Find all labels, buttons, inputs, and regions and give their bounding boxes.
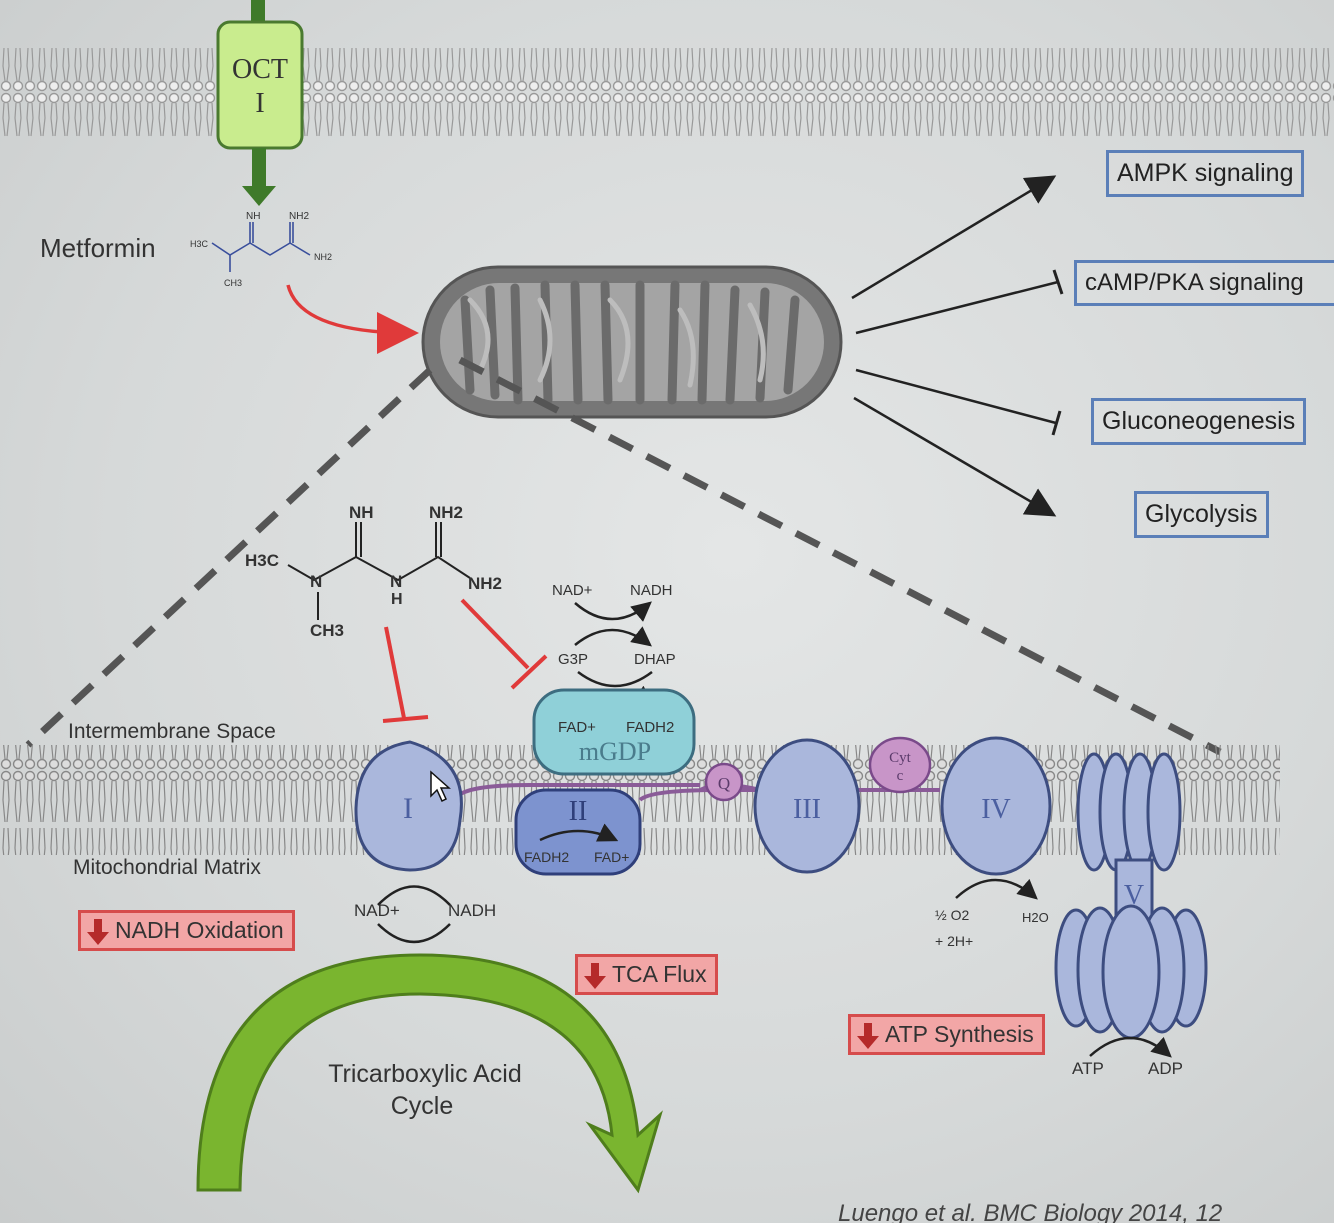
- small-nh-1: NH: [246, 211, 260, 222]
- complex-4-o2: ½ O2: [935, 907, 969, 923]
- complex-2-label: II: [569, 796, 588, 827]
- tca-label-2: Cycle: [391, 1092, 454, 1120]
- ubiquinone: Q: [704, 762, 744, 802]
- complex-1-nadh: NADH: [448, 901, 496, 920]
- small-nh-2: NH2: [289, 211, 309, 222]
- large-h3c: H3C: [245, 551, 279, 570]
- adp-label: ADP: [1148, 1059, 1183, 1078]
- oct1-label-1: OCT: [232, 54, 288, 85]
- complex-2-fadh2: FADH2: [524, 849, 569, 865]
- zoom-line-left: [25, 367, 433, 748]
- metformin-structure-small: [211, 222, 311, 272]
- small-h3c: H3C: [190, 239, 209, 249]
- complex-5: [1054, 752, 1208, 1058]
- citation: Luengo et al. BMC Biology 2014, 12: [838, 1200, 1223, 1223]
- complex-3-label: III: [793, 794, 821, 825]
- large-n-2: N: [390, 572, 402, 591]
- large-h: H: [391, 591, 403, 608]
- complex-1-reaction-arrows: [377, 885, 451, 944]
- inhibit-camp: [855, 280, 1059, 335]
- glycolysis-box: Glycolysis: [1134, 491, 1269, 538]
- shuttle-nad-plus: NAD+: [552, 582, 593, 599]
- metformin-label: Metformin: [40, 233, 156, 263]
- camp-pka-signaling-box: cAMP/PKA signaling: [1074, 260, 1334, 306]
- inhibit-mgdp: [460, 598, 530, 670]
- complex-2-fad-plus: FAD+: [594, 849, 629, 865]
- zoom-line-right: [458, 356, 1222, 756]
- mitochondrial-matrix-label: Mitochondrial Matrix: [73, 856, 261, 879]
- mgdp-fad-plus: FAD+: [558, 719, 596, 736]
- nadh-oxidation-box: NADH Oxidation: [78, 910, 295, 951]
- mgdp-enzyme: mGDP: [532, 688, 696, 776]
- mitochondrion: [421, 265, 843, 419]
- tca-flux-box: TCA Flux: [575, 954, 718, 995]
- mouse-cursor-icon: [430, 770, 451, 803]
- tca-cycle-arrow: [196, 953, 663, 1194]
- large-nh2: NH2: [468, 574, 502, 593]
- complex-5-label: V: [1124, 880, 1144, 911]
- complex-1: I: [354, 740, 463, 872]
- complex-4: IV: [940, 736, 1052, 900]
- oct1-transporter: OCT I: [216, 0, 304, 206]
- large-ch3: CH3: [310, 621, 344, 640]
- atp-label: ATP: [1072, 1059, 1104, 1078]
- complex-4-h2o: H2O: [1022, 910, 1049, 925]
- shuttle-dhap: DHAP: [634, 651, 676, 668]
- metformin-to-mito-arrow: [286, 284, 419, 354]
- complex-1-nad-plus: NAD+: [354, 901, 400, 920]
- complex-3: III: [753, 738, 861, 874]
- cytochrome-c: Cyt c: [868, 736, 932, 794]
- atp-synthesis-label: ATP Synthesis: [885, 1021, 1034, 1047]
- mgdp-fadh2: FADH2: [626, 719, 674, 736]
- ampk-signaling-box: AMPK signaling: [1106, 150, 1305, 197]
- complex-1-label: I: [403, 792, 413, 825]
- large-n-1: N: [310, 572, 322, 591]
- gluconeogenesis-box: Gluconeogenesis: [1091, 398, 1307, 445]
- tca-flux-label: TCA Flux: [612, 961, 707, 987]
- complex-4-h: + 2H+: [935, 933, 973, 949]
- shuttle-g3p: G3P: [558, 651, 588, 668]
- down-arrow-icon: [857, 1023, 879, 1049]
- down-arrow-icon: [87, 919, 109, 945]
- down-arrow-icon: [584, 963, 606, 989]
- arrow-ampk: [851, 175, 1057, 300]
- inhibit-complex-1: [384, 626, 406, 719]
- nadh-oxidation-label: NADH Oxidation: [115, 917, 284, 943]
- cyt-label-2: c: [897, 768, 904, 784]
- large-nh-1: NH: [349, 503, 374, 522]
- complex-4-label: IV: [981, 794, 1011, 825]
- intermembrane-space-label: Intermembrane Space: [68, 720, 276, 743]
- inhibit-gluconeogenesis: [855, 368, 1057, 425]
- electron-path: [453, 783, 940, 802]
- arrow-glycolysis: [853, 396, 1057, 517]
- small-ch3: CH3: [224, 278, 242, 288]
- shuttle-nadh: NADH: [630, 582, 673, 599]
- small-nh2: NH2: [314, 252, 332, 262]
- atp-synthesis-box: ATP Synthesis: [848, 1014, 1045, 1055]
- mgdp-label: mGDP: [579, 737, 651, 766]
- complex-2: II: [514, 788, 642, 876]
- plasma-membrane: [0, 46, 1334, 138]
- q-label: Q: [718, 774, 730, 793]
- tca-label-1: Tricarboxylic Acid: [328, 1060, 522, 1088]
- oct1-label-2: I: [255, 88, 264, 119]
- metformin-structure-large: [287, 522, 471, 620]
- cyt-label-1: Cyt: [889, 750, 912, 766]
- large-nh-2: NH2: [429, 503, 463, 522]
